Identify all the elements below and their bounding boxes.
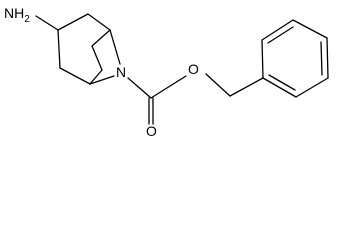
phenyl-bond-4 <box>326 37 329 79</box>
carbonyl-oxygen-label: O <box>146 123 157 136</box>
phenyl-inner-bond-3 <box>268 74 296 91</box>
phenyl-inner-bond-1 <box>267 26 294 44</box>
bicyclic-core <box>57 13 121 85</box>
bond-c1-n <box>109 29 121 65</box>
ester-oxygen-label: O <box>188 61 199 77</box>
bond-n-c5 <box>89 75 115 85</box>
bond-ester-o-ch2 <box>205 73 231 97</box>
phenyl-bond-1 <box>261 39 264 79</box>
bond-c3-nh2 <box>35 15 59 31</box>
phenyl-bond-3 <box>292 19 328 39</box>
bond-c7-c6 <box>91 45 103 71</box>
bond-c2-c1 <box>87 13 111 31</box>
phenyl-bond-6 <box>262 77 297 98</box>
bond-carbonyl-ester-o <box>150 75 187 99</box>
chemical-structure: NH2 N O O <box>4 5 329 136</box>
bond-n-carbonyl <box>127 77 152 99</box>
amine-label: NH2 <box>4 5 30 25</box>
bond-c6-c5 <box>89 69 103 85</box>
bond-ch2-phenyl <box>229 77 264 97</box>
phenyl-inner-bond-2 <box>320 41 323 76</box>
phenyl-bond-2 <box>261 19 294 41</box>
bond-c3-c2 <box>57 13 89 31</box>
bond-c1-c7 <box>91 29 111 47</box>
bond-c5-c4 <box>59 67 91 85</box>
bond-c4-c3 <box>57 29 61 69</box>
benzene-ring <box>261 19 329 98</box>
phenyl-bond-5 <box>295 77 329 98</box>
ring-nitrogen-label: N <box>116 64 126 80</box>
